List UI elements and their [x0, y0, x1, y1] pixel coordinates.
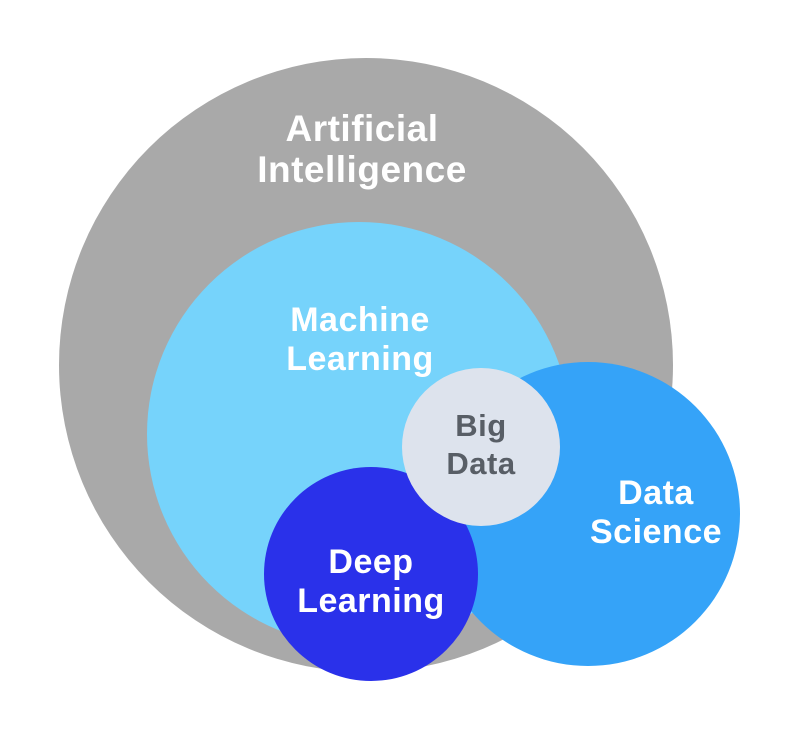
label-line: Learning: [286, 340, 434, 378]
deep-learning-label: Deep Learning: [297, 543, 445, 621]
label-line: Deep: [328, 543, 414, 581]
label-line: Intelligence: [257, 149, 467, 190]
label-line: Data: [446, 446, 516, 481]
big-data-label: Big Data: [446, 407, 515, 483]
label-line: Science: [589, 513, 723, 551]
data-science-label: Data Science: [590, 474, 722, 552]
label-line: Big: [455, 408, 507, 443]
big-data-circle: [402, 368, 560, 526]
label-line: Learning: [297, 582, 445, 620]
machine-learning-label: Machine Learning: [286, 301, 434, 379]
label-line: Data: [618, 474, 694, 512]
artificial-intelligence-label: Artificial Intelligence: [257, 108, 467, 190]
label-line: Machine: [290, 301, 430, 339]
label-line: Artificial: [285, 108, 439, 149]
